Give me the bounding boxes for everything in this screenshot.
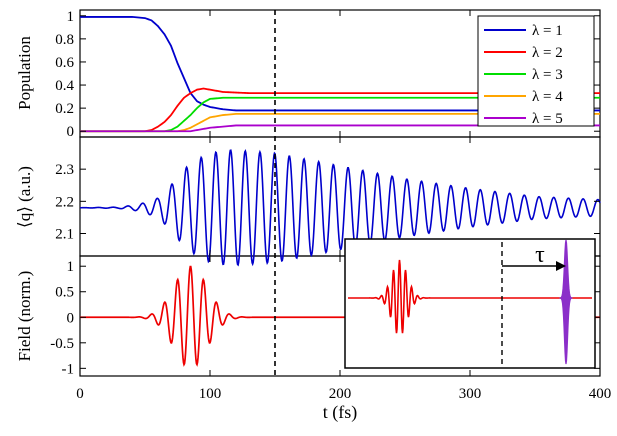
inset: τ <box>344 238 596 369</box>
y-tick-label: 0.8 <box>55 32 74 48</box>
y-tick-label: -0.5 <box>50 336 74 352</box>
y-tick-label: 0.4 <box>55 78 74 94</box>
legend-label-4: λ = 4 <box>532 89 563 105</box>
y-tick-label: 2.1 <box>55 226 74 242</box>
y-tick-label: 0.5 <box>55 285 74 301</box>
field-axis-label: Field (norm.) <box>15 271 34 362</box>
y-tick-label: 0 <box>67 124 75 140</box>
inset-tau-label: τ <box>535 242 545 268</box>
x-axis-label: t (fs) <box>323 402 358 423</box>
panel-position-frame <box>79 136 601 257</box>
y-tick-label: 0 <box>67 310 75 326</box>
inset-pump-pulse <box>348 259 592 334</box>
legend-label-5: λ = 5 <box>532 111 563 127</box>
y-tick-label: 0.6 <box>55 55 74 71</box>
y-tick-label: 2.2 <box>55 194 74 210</box>
legend-label-3: λ = 3 <box>532 67 563 83</box>
x-tick-label: 100 <box>199 386 222 402</box>
legend-label-1: λ = 1 <box>532 23 563 39</box>
y-tick-label: -1 <box>62 361 75 377</box>
inset-frame <box>344 238 596 369</box>
inset-arrow-head <box>556 261 566 271</box>
x-tick-label: 300 <box>459 386 482 402</box>
y-tick-label: 0.2 <box>55 101 74 117</box>
x-tick-label: 0 <box>76 386 84 402</box>
x-tick-label: 400 <box>589 386 612 402</box>
population-axis-label: Population <box>15 36 34 110</box>
inset-probe-pulse <box>559 239 573 365</box>
y-tick-label: 1 <box>67 9 75 25</box>
legend-box <box>477 15 595 127</box>
position-series <box>79 149 601 267</box>
x-tick-label: 200 <box>329 386 352 402</box>
y-tick-label: 2.3 <box>55 162 74 178</box>
position-axis-label: ⟨q⟩ (a.u.) <box>15 166 34 228</box>
legend: λ = 1 λ = 2 λ = 3 λ = 4 λ = 5 <box>477 15 595 127</box>
legend-label-2: λ = 2 <box>532 45 563 61</box>
y-tick-label: 1 <box>67 259 75 275</box>
